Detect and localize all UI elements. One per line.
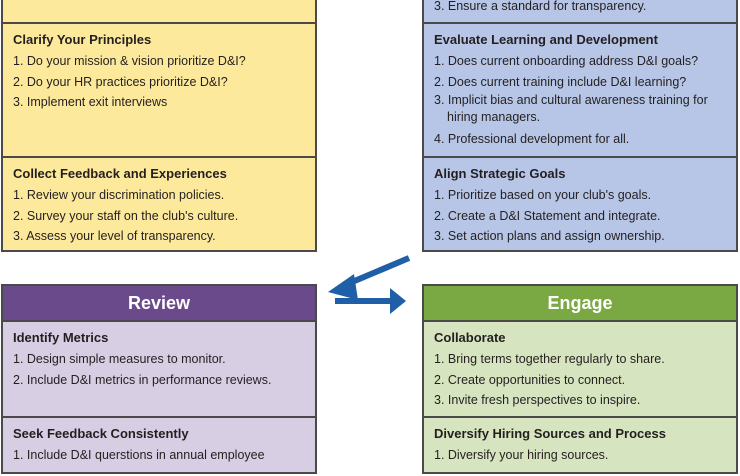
section-title: Clarify Your Principles <box>13 32 152 47</box>
list-item: 2. Survey your staff on the club's cultu… <box>13 208 239 223</box>
plan-top-remnant: 3. Ensure a standard for transparency. <box>424 0 736 22</box>
list-item: 3. Ensure a standard for transparency. <box>434 0 647 13</box>
seek-feedback-section: Seek Feedback Consistently 1. Include D&… <box>3 416 315 476</box>
list-item: 1. Design simple measures to monitor. <box>13 352 226 366</box>
assess-column: Clarify Your Principles 1. Do your missi… <box>1 0 317 252</box>
list-item: 1. Prioritize based on your club's goals… <box>434 188 652 202</box>
plan-column: 3. Ensure a standard for transparency. E… <box>422 0 738 252</box>
review-header: Review <box>3 284 315 320</box>
list-item: 1. Does current onboarding address D&I g… <box>434 54 699 68</box>
section-title: Evaluate Learning and Development <box>434 32 658 47</box>
review-column: Review Identify Metrics 1. Design simple… <box>1 284 317 474</box>
identify-metrics-section: Identify Metrics 1. Design simple measur… <box>3 320 315 416</box>
list-item: 1. Do your mission & vision prioritize D… <box>13 54 246 68</box>
arrow-left-icon <box>328 255 411 300</box>
list-item: 4. Professional development for all. <box>434 132 630 146</box>
list-item: 2. Does current training include D&I lea… <box>434 74 687 89</box>
clarify-principles-section: Clarify Your Principles 1. Do your missi… <box>3 22 315 156</box>
list-item: 1. Diversify your hiring sources. <box>434 448 609 462</box>
list-item: 3. Invite fresh perspectives to inspire. <box>434 393 641 407</box>
list-item: 2. Include D&I metrics in performance re… <box>13 372 272 387</box>
section-title: Align Strategic Goals <box>434 166 566 181</box>
section-title: Seek Feedback Consistently <box>13 426 189 441</box>
evaluate-learning-section: Evaluate Learning and Development 1. Doe… <box>424 22 736 156</box>
list-item: 1. Include D&I querstions in annual empl… <box>13 448 265 462</box>
diversify-hiring-section: Diversify Hiring Sources and Process 1. … <box>424 416 736 476</box>
list-item: 1. Review your discrimination policies. <box>13 188 225 202</box>
section-title: Collaborate <box>434 330 506 345</box>
assess-top-remnant <box>3 0 315 22</box>
list-item: 3. Implicit bias and cultural awareness … <box>434 93 708 124</box>
list-item: 2. Create a D&I Statement and integrate. <box>434 208 661 223</box>
section-title: Identify Metrics <box>13 330 109 345</box>
list-item: 3. Implement exit interviews <box>13 95 168 109</box>
collaborate-section: Collaborate 1. Bring terms together regu… <box>424 320 736 416</box>
list-item: 2. Create opportunities to connect. <box>434 372 626 387</box>
section-title: Collect Feedback and Experiences <box>13 166 227 181</box>
engage-header: Engage <box>424 284 736 320</box>
flow-arrows <box>328 255 411 314</box>
collect-feedback-section: Collect Feedback and Experiences 1. Revi… <box>3 156 315 252</box>
arrow-right-icon <box>335 288 406 314</box>
align-goals-section: Align Strategic Goals 1. Prioritize base… <box>424 156 736 252</box>
list-item: 3. Assess your level of transparency. <box>13 229 216 243</box>
list-item: 1. Bring terms together regularly to sha… <box>434 352 665 366</box>
list-item: 3. Set action plans and assign ownership… <box>434 229 665 243</box>
engage-column: Engage Collaborate 1. Bring terms togeth… <box>422 284 738 474</box>
section-title: Diversify Hiring Sources and Process <box>434 426 666 441</box>
list-item: 2. Do your HR practices prioritize D&I? <box>13 74 228 89</box>
